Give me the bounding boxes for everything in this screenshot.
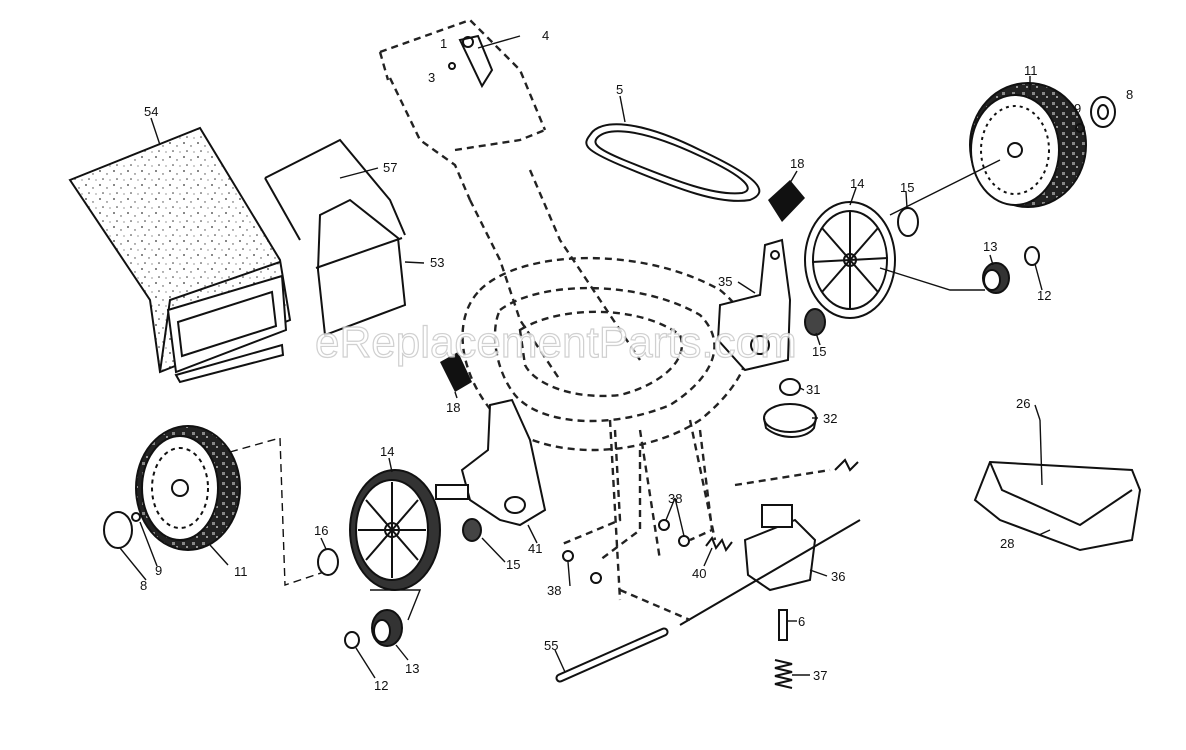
callout-31: 31	[806, 382, 820, 397]
callout-57: 57	[383, 160, 397, 175]
transmission	[679, 504, 861, 626]
callout-18-right: 18	[790, 156, 804, 171]
callout-11-right: 11	[1024, 63, 1038, 78]
rear-wheel-right	[969, 82, 1087, 208]
callout-6: 6	[798, 614, 805, 629]
callout-labels: 1 3 4 5 54 57 53 11 9 8 18 14 15 13 12 3…	[140, 28, 1133, 693]
callout-38-lower: 38	[547, 583, 561, 598]
callout-12-right: 12	[1037, 288, 1051, 303]
callout-54: 54	[144, 104, 158, 119]
drive-wheel-right	[804, 201, 896, 319]
callout-26: 26	[1016, 396, 1030, 411]
callout-11-left: 11	[234, 564, 248, 579]
pinion-gear-left	[371, 609, 403, 647]
spring-40	[705, 535, 733, 553]
callout-14-right: 14	[850, 176, 864, 191]
rear-baffle	[973, 419, 1142, 552]
knob	[779, 378, 801, 396]
callout-36: 36	[831, 569, 845, 584]
callout-4: 4	[542, 28, 549, 43]
callout-13-left: 13	[405, 661, 419, 676]
pinion-gear-right	[982, 262, 1010, 294]
nut-4	[678, 535, 690, 547]
nut-1	[562, 550, 574, 562]
bolt-left	[131, 512, 141, 522]
nut-2	[590, 572, 602, 584]
handle-lever-part	[448, 34, 521, 89]
washer-right	[897, 207, 919, 237]
callout-1: 1	[440, 36, 447, 51]
v-belt	[585, 123, 761, 202]
spring-37	[774, 659, 793, 689]
callout-3: 3	[428, 70, 435, 85]
callout-8-right: 8	[1126, 87, 1133, 102]
height-adjuster-left	[435, 398, 547, 542]
spring-upper	[834, 458, 859, 472]
callout-9-left: 9	[155, 563, 162, 578]
callout-12-left: 12	[374, 678, 388, 693]
callout-40: 40	[692, 566, 706, 581]
bumper-right	[768, 180, 805, 222]
retainer-right	[1024, 246, 1040, 266]
callout-16: 16	[314, 523, 328, 538]
callout-55: 55	[544, 638, 558, 653]
hubcap-right	[1090, 96, 1116, 128]
callout-8-left: 8	[140, 578, 147, 593]
rod-55	[555, 627, 669, 683]
bag-support	[315, 198, 407, 337]
callout-38-upper: 38	[668, 491, 682, 506]
callout-15-right: 15	[900, 180, 914, 195]
drive-cover	[763, 403, 817, 438]
callout-41: 41	[528, 541, 542, 556]
callout-13-right: 13	[983, 239, 997, 254]
watermark: eReplacementParts.com	[315, 318, 797, 367]
callout-37: 37	[813, 668, 827, 683]
grass-bag	[68, 126, 292, 384]
callout-15-left: 15	[506, 557, 520, 572]
hubcap-left	[103, 511, 133, 549]
callout-15-mid: 15	[812, 344, 826, 359]
bolt-right	[1075, 123, 1085, 133]
callout-53: 53	[430, 255, 444, 270]
height-adjuster-right	[716, 238, 792, 372]
leader-lines	[119, 76, 1051, 679]
gear-right	[804, 308, 826, 336]
washer-left	[317, 548, 339, 576]
callout-14-left: 14	[380, 444, 394, 459]
callout-28: 28	[1000, 536, 1014, 551]
drive-wheel-left	[349, 469, 441, 591]
bag-frame	[264, 138, 406, 241]
callout-9-right: 9	[1074, 101, 1081, 116]
retainer-left	[344, 631, 360, 649]
callout-5: 5	[616, 82, 623, 97]
bumper-left	[440, 352, 472, 392]
callout-35: 35	[718, 274, 732, 289]
callout-18-left: 18	[446, 400, 460, 415]
shaft-6	[778, 609, 788, 641]
rear-wheel-left	[135, 425, 241, 551]
callout-32: 32	[823, 411, 837, 426]
handle-assembly	[378, 18, 641, 381]
nut-3	[658, 519, 670, 531]
